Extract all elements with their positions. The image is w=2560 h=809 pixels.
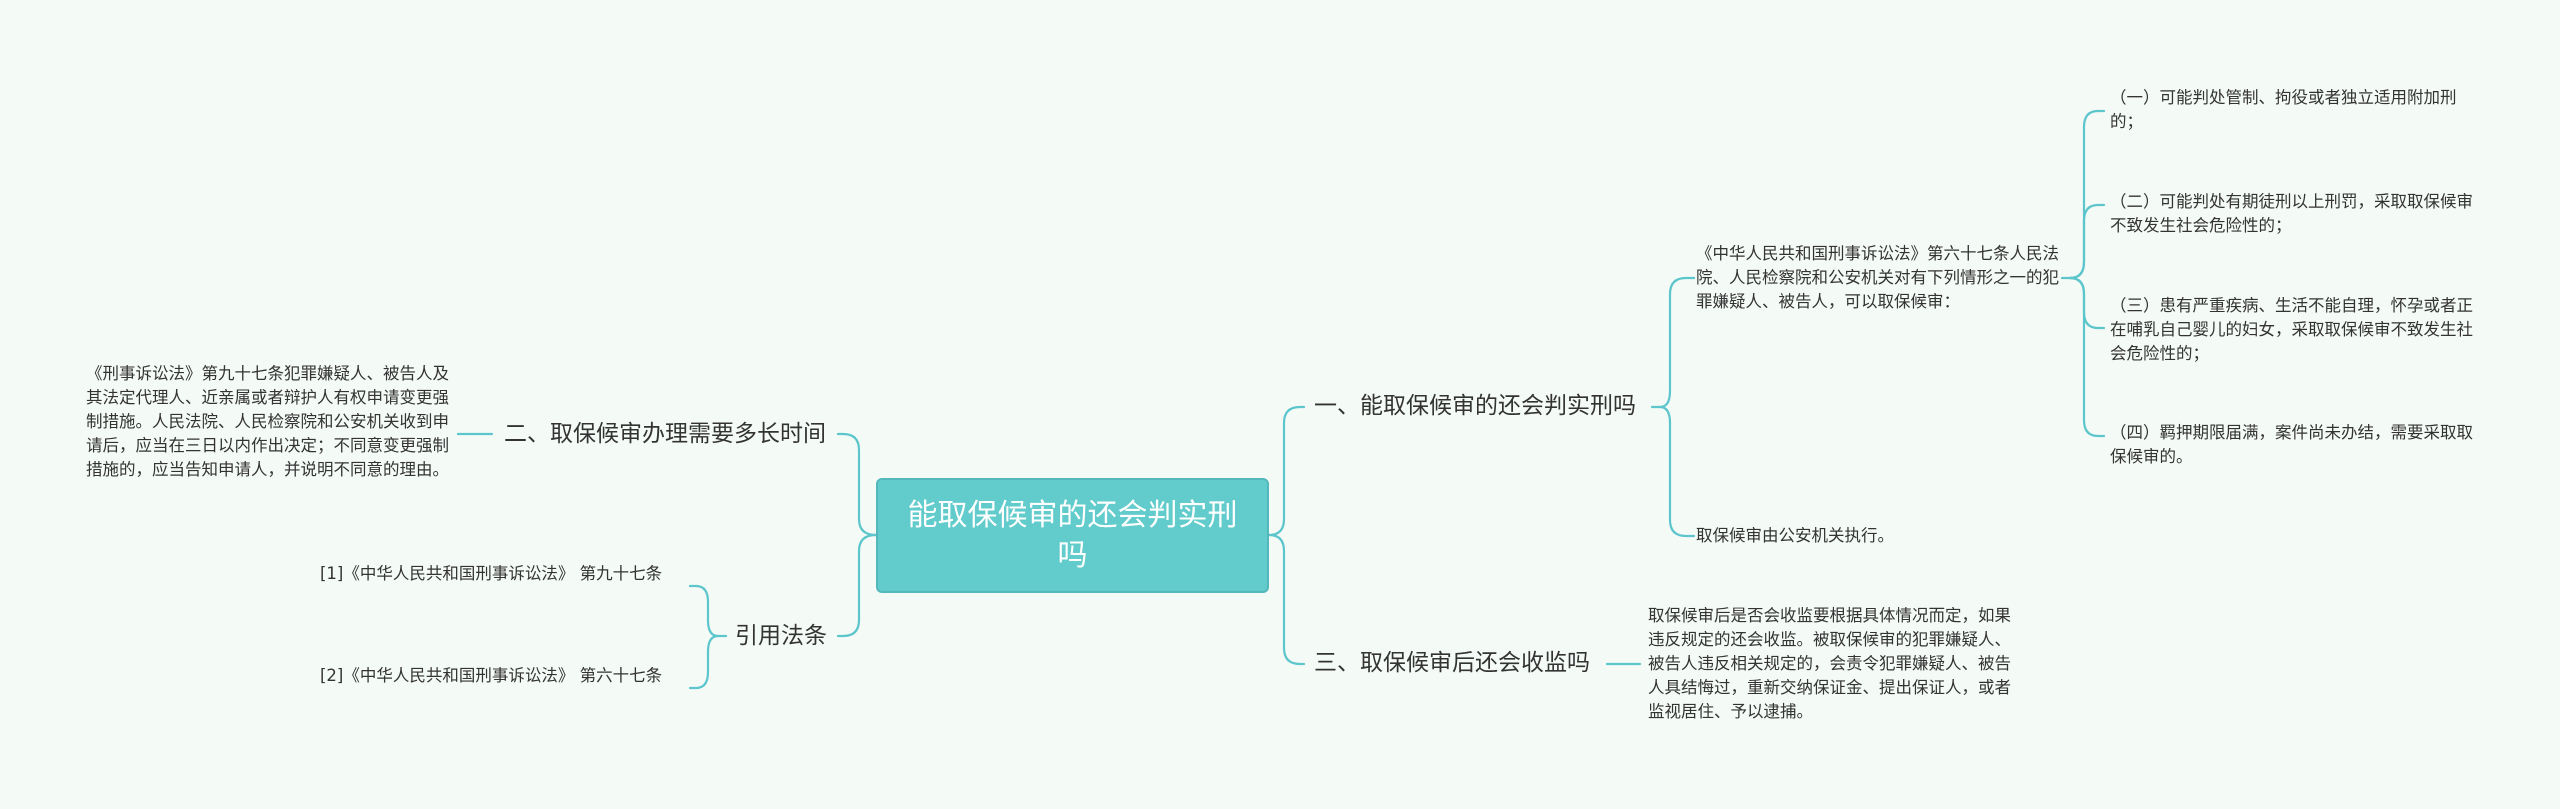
central-topic[interactable]: 能取保候审的还会判实刑吗 xyxy=(876,478,1269,593)
branch-label: 二、取保候审办理需要多长时间 xyxy=(504,421,826,447)
branch-label: 三、取保候审后还会收监吗 xyxy=(1314,650,1590,676)
edge-law-condition-3 xyxy=(2068,276,2106,330)
citation-item-text: [2]《中华人民共和国刑事诉讼法》 第六十七条 xyxy=(320,666,663,685)
edge-citations-item-1 xyxy=(688,584,728,638)
edge-root-branch2 xyxy=(836,432,878,537)
condition-item-text: （二）可能判处有期徒刑以上刑罚，采取取保候审不致发生社会危险性的； xyxy=(2110,192,2473,235)
execution-text: 取保候审由公安机关执行。 xyxy=(1696,526,1894,545)
condition-item-text: （三）患有严重疾病、生活不能自理，怀孕或者正在哺乳自己婴儿的妇女，采取取保候审不… xyxy=(2110,296,2473,363)
edge-root-citations xyxy=(836,533,878,638)
branch-bail-processing-time[interactable]: 二、取保候审办理需要多长时间 xyxy=(504,418,826,450)
condition-item-4[interactable]: （四）羁押期限届满，案件尚未办结，需要采取取保候审的。 xyxy=(2110,421,2480,469)
branch-cited-laws[interactable]: 引用法条 xyxy=(735,620,827,652)
law-article-97-text: 《刑事诉讼法》第九十七条犯罪嫌疑人、被告人及其法定代理人、近亲属或者辩护人有权申… xyxy=(86,364,449,479)
law-article-67-text: 《中华人民共和国刑事诉讼法》第六十七条人民法院、人民检察院和公安机关对有下列情形… xyxy=(1696,244,2059,311)
edge-branch1-execution xyxy=(1658,405,1696,538)
edge-law-condition-4 xyxy=(2068,276,2106,438)
condition-item-3[interactable]: （三）患有严重疾病、生活不能自理，怀孕或者正在哺乳自己婴儿的妇女，采取取保候审不… xyxy=(2110,294,2480,366)
citation-item-2[interactable]: [2]《中华人民共和国刑事诉讼法》 第六十七条 xyxy=(320,664,680,688)
condition-item-text: （四）羁押期限届满，案件尚未办结，需要采取取保候审的。 xyxy=(2110,423,2473,466)
edge-citations-item-2 xyxy=(688,634,720,690)
edge-branch1-law xyxy=(1650,276,1696,409)
law-article-97[interactable]: 《刑事诉讼法》第九十七条犯罪嫌疑人、被告人及其法定代理人、近亲属或者辩护人有权申… xyxy=(86,362,451,482)
branch-detained-after-bail[interactable]: 三、取保候审后还会收监吗 xyxy=(1314,647,1590,679)
branch-label: 一、能取保候审的还会判实刑吗 xyxy=(1314,393,1636,419)
central-topic-title: 能取保候审的还会判实刑吗 xyxy=(907,497,1238,573)
branch-label: 引用法条 xyxy=(735,623,827,649)
law-article-67[interactable]: 《中华人民共和国刑事诉讼法》第六十七条人民法院、人民检察院和公安机关对有下列情形… xyxy=(1696,242,2061,314)
edge-root-branch1 xyxy=(1267,405,1306,537)
citation-item-text: [1]《中华人民共和国刑事诉讼法》 第九十七条 xyxy=(320,564,663,583)
condition-item-1[interactable]: （一）可能判处管制、拘役或者独立适用附加刑的； xyxy=(2110,86,2480,134)
condition-item-2[interactable]: （二）可能判处有期徒刑以上刑罚，采取取保候审不致发生社会危险性的； xyxy=(2110,190,2480,238)
edge-law-condition-2 xyxy=(2068,203,2106,280)
condition-item-text: （一）可能判处管制、拘役或者独立适用附加刑的； xyxy=(2110,88,2457,131)
detention-explanation[interactable]: 取保候审后是否会收监要根据具体情况而定，如果违反规定的还会收监。被取保候审的犯罪… xyxy=(1648,604,2023,724)
detention-explanation-text: 取保候审后是否会收监要根据具体情况而定，如果违反规定的还会收监。被取保候审的犯罪… xyxy=(1648,606,2011,721)
edge-root-branch3 xyxy=(1267,533,1306,666)
branch-can-bail-still-sentenced[interactable]: 一、能取保候审的还会判实刑吗 xyxy=(1314,390,1636,422)
execution-by-police[interactable]: 取保候审由公安机关执行。 xyxy=(1696,524,1996,548)
citation-item-1[interactable]: [1]《中华人民共和国刑事诉讼法》 第九十七条 xyxy=(320,562,680,586)
